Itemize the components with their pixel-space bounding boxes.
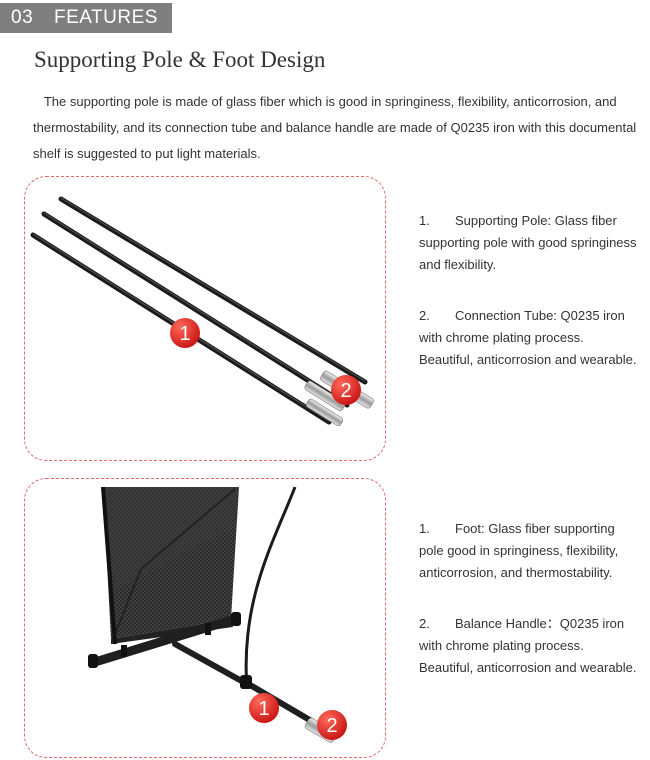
section-title: Supporting Pole & Foot Design — [34, 47, 326, 72]
feature-number: 2. — [419, 616, 430, 631]
feature-item: 1.Supporting Pole: Glass fiber supportin… — [419, 210, 639, 276]
badge-1: 1 — [249, 693, 279, 723]
feature-text: Connection Tube: Q0235 iron with chrome … — [419, 308, 637, 367]
curved-pole — [244, 486, 297, 690]
pole-feature-list: 1.Supporting Pole: Glass fiber supportin… — [419, 210, 639, 400]
banner-mesh — [101, 486, 239, 645]
feature-number: 1. — [419, 213, 430, 228]
feature-item: 2.Connection Tube: Q0235 iron with chrom… — [419, 305, 639, 371]
foot-arm — [172, 641, 337, 743]
intro-paragraph: The supporting pole is made of glass fib… — [33, 89, 643, 167]
foot-design-image-panel: 1 2 — [24, 478, 386, 758]
badge-2-label: 2 — [340, 380, 351, 402]
feature-number: 2. — [419, 308, 430, 323]
foot-design-illustration: 1 2 — [88, 486, 347, 743]
badge-2: 2 — [317, 710, 347, 740]
badge-1-label: 1 — [179, 323, 190, 345]
feature-text: Foot: Glass fiber supporting pole good i… — [419, 521, 619, 580]
feature-text: Balance Handle：Q0235 iron with chrome pl… — [419, 616, 637, 675]
supporting-pole-image-panel: 1 2 — [24, 176, 386, 461]
base-bar — [88, 612, 241, 668]
supporting-pole-illustration: 1 2 — [30, 196, 374, 426]
feature-item: 2.Balance Handle：Q0235 iron with chrome … — [419, 613, 639, 679]
section-header-bar: 03 FEATURES — [0, 3, 172, 33]
feature-number: 1. — [419, 521, 430, 536]
badge-1: 1 — [170, 318, 200, 348]
badge-2-label: 2 — [326, 715, 337, 737]
badge-2: 2 — [331, 375, 361, 405]
intro-text: The supporting pole is made of glass fib… — [33, 94, 637, 161]
feature-item: 1.Foot: Glass fiber supporting pole good… — [419, 518, 639, 584]
section-label: FEATURES — [54, 7, 158, 28]
feature-text: Supporting Pole: Glass fiber supporting … — [419, 213, 637, 272]
section-number: 03 — [11, 7, 34, 28]
badge-1-label: 1 — [258, 698, 269, 720]
foot-feature-list: 1.Foot: Glass fiber supporting pole good… — [419, 518, 639, 708]
